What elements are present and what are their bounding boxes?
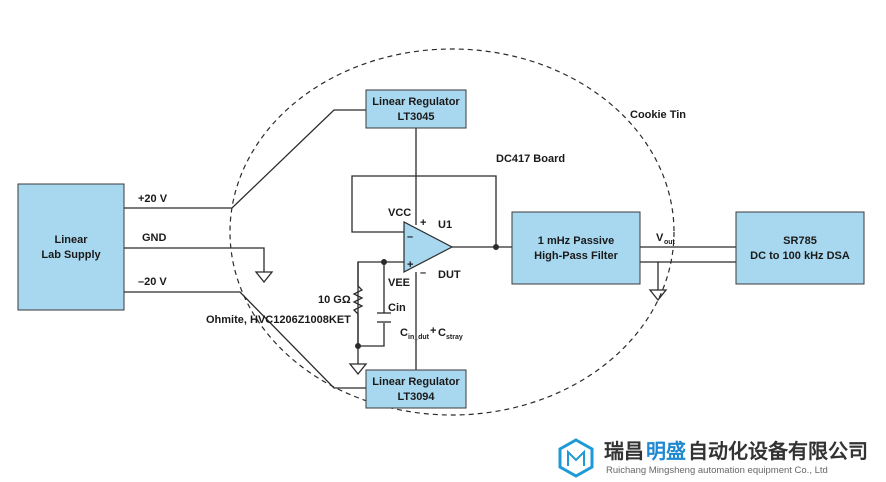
label-resistor: 10 GΩ [318,294,351,306]
watermark-cn-2: 自动化设备有限公司 [688,439,868,463]
wire-feedback [351,175,497,247]
watermark-cn-highlight: 明盛 [646,439,686,463]
wire-gnd [124,247,265,272]
label-cin-dut-main: C [400,327,408,339]
opamp-u1 [403,221,454,273]
regulator-bottom-label-1: Linear Regulator [372,376,460,388]
regulator-top-label-2: LT3045 [397,111,434,123]
label-gnd: GND [142,232,167,244]
label-minus20v: –20 V [138,276,167,288]
lab-supply-box [17,183,125,311]
regulator-top-label-1: Linear Regulator [372,96,460,108]
label-plus20v: +20 V [138,193,168,205]
label-ohmite: Ohmite, HVC1206Z1008KET [206,314,351,326]
label-opamp-plus-in: + [407,259,413,271]
ground-icon-dsa [648,289,668,302]
label-opamp-minus-in: – [407,231,413,243]
wires [124,109,736,389]
label-board: DC417 Board [496,153,565,165]
watermark-logo [558,438,594,478]
label-vcc: VCC [388,207,411,219]
wire-plus20 [124,109,366,209]
label-vout-sub: out [664,239,676,246]
label-cin-dut-sub: in_dut [408,334,430,341]
label-cstray-sub: stray [446,334,463,341]
watermark: 瑞昌 明盛 自动化设备有限公司 Ruichang Mingsheng autom… [558,438,868,478]
label-opamp-minus-supply: – [420,267,426,279]
watermark-cn-1: 瑞昌 [604,439,644,463]
label-cookie-tin: Cookie Tin [630,109,686,121]
label-dut: DUT [438,269,461,281]
junction-ground [355,343,361,349]
junction-output [493,244,499,250]
cookie-tin-boundary [229,48,675,416]
label-cin: Cin [388,302,406,314]
ground-icon-supply [254,271,274,284]
regulator-lt3045-box [365,89,467,129]
dsa-label-2: DC to 100 kHz DSA [750,250,850,262]
filter-label-1: 1 mHz Passive [538,235,614,247]
watermark-logo-inner [567,449,585,466]
label-vout-main: V [656,232,664,244]
dsa-box [735,211,865,285]
resistor-10g [352,285,364,346]
label-plus-sign: + [430,325,436,337]
ground-icon-input [348,363,368,376]
label-vee: VEE [388,277,410,289]
watermark-en: Ruichang Mingsheng automation equipment … [606,465,828,476]
wire-cin-bottom [358,323,385,347]
lab-supply-label-1: Linear [54,234,88,246]
junction-input [381,259,387,265]
regulator-lt3094-box [365,369,467,409]
label-cstray-main: C [438,327,446,339]
label-u1: U1 [438,219,452,231]
label-opamp-plus-supply: + [420,217,426,229]
highpass-filter-box [511,211,641,285]
wire-filter-gnd [640,261,659,290]
dsa-label-1: SR785 [783,235,817,247]
regulator-bottom-label-2: LT3094 [397,391,435,403]
filter-label-2: High-Pass Filter [534,250,618,262]
wire-minus20 [124,291,366,389]
lab-supply-label-2: Lab Supply [41,249,101,261]
